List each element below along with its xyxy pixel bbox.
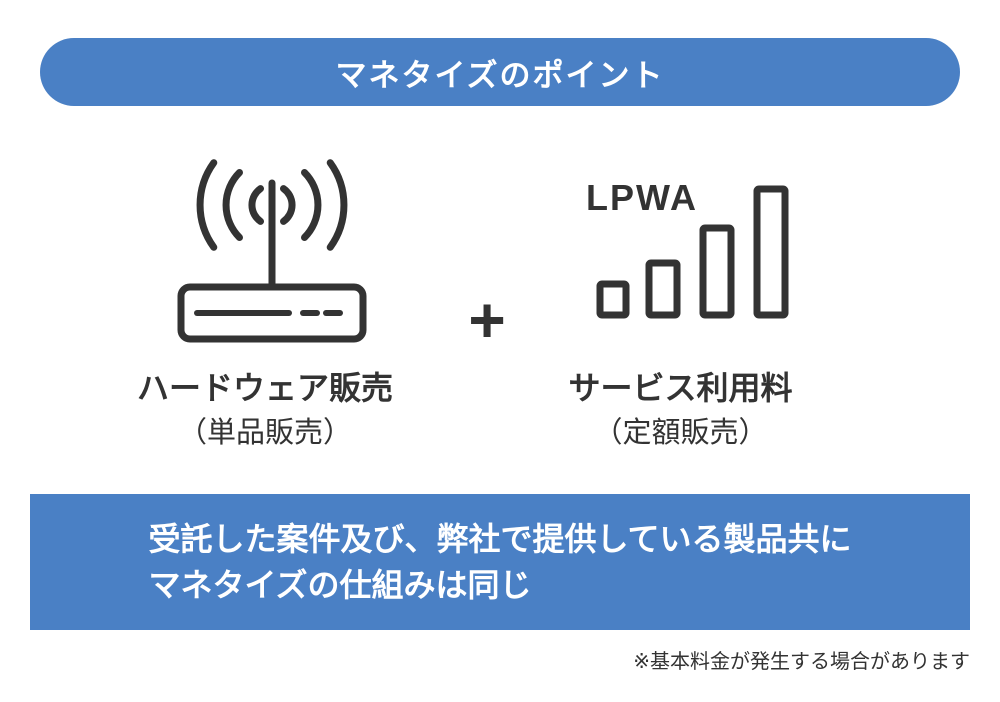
hardware-label: ハードウェア販売 <box>136 370 393 406</box>
signal-bars-icon <box>596 185 789 319</box>
summary-line-1: 受託した案件及び、弊社で提供している製品共に <box>148 520 852 557</box>
lpwa-label: LPWA <box>586 177 698 218</box>
title-banner: マネタイズのポイント <box>40 38 960 106</box>
footnote: ※基本料金が発生する場合があります <box>633 651 970 673</box>
summary-line-2: マネタイズの仕組みは同じ <box>148 567 532 603</box>
service-label: サービス利用料 <box>568 370 793 406</box>
plus-sign: + <box>468 284 506 356</box>
hardware-sublabel: （単品販売） <box>177 417 352 449</box>
summary-banner: 受託した案件及び、弊社で提供している製品共に マネタイズの仕組みは同じ <box>30 494 970 630</box>
router-icon <box>177 159 367 343</box>
page-title: マネタイズのポイント <box>335 57 665 93</box>
service-sublabel: （定額販売） <box>593 417 768 449</box>
summary-text: 受託した案件及び、弊社で提供している製品共に マネタイズの仕組みは同じ <box>148 516 851 609</box>
service-icon-area: LPWA <box>586 177 796 320</box>
